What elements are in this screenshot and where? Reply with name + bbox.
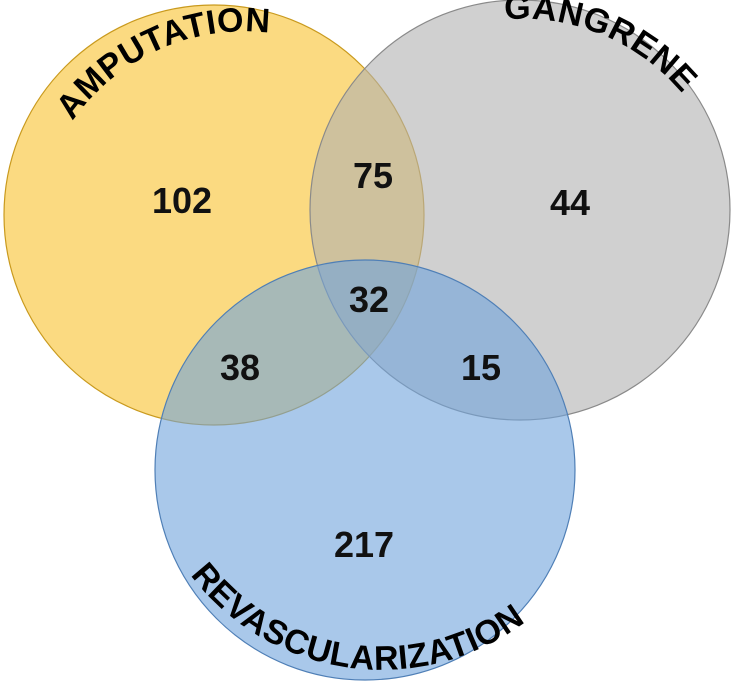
gangrene-only-count: 44 [550,182,590,223]
amputation-gangrene-count: 75 [353,155,393,196]
amputation-revascularization-count: 38 [220,347,260,388]
amputation-only-count: 102 [152,180,212,221]
revascularization-only-count: 217 [334,524,394,565]
gangrene-revascularization-count: 15 [461,347,501,388]
all-three-count: 32 [349,279,389,320]
revascularization-circle [154,259,576,681]
